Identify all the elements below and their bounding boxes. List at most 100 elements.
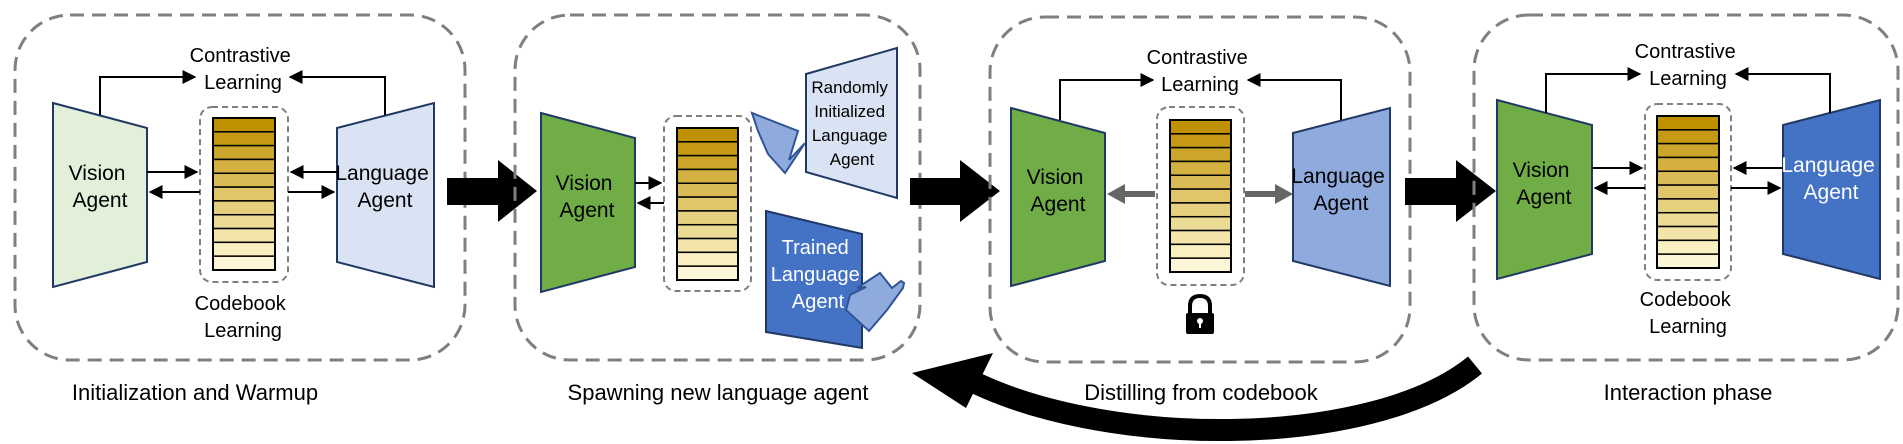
codebook-entry <box>212 131 276 147</box>
contrastive-learning-label: Contrastive Learning <box>1635 41 1742 90</box>
codebook-entry <box>1169 257 1232 273</box>
flow-arrow-2 <box>910 160 1000 222</box>
codebook-entry <box>212 144 276 161</box>
codebook-entry <box>212 117 276 133</box>
panel-caption: Spawning new language agent <box>568 380 869 405</box>
codebook-outline <box>663 115 752 292</box>
codebook-entry <box>1169 146 1232 163</box>
codebook-entry <box>1169 202 1232 218</box>
contrastive-arrow-left <box>1059 73 1155 120</box>
codebook-entry <box>1169 174 1232 190</box>
spawn-arrow-in <box>750 111 806 175</box>
codebook-frame <box>212 117 276 271</box>
codebook-entry <box>212 172 276 188</box>
codebook-outline <box>1156 106 1245 286</box>
codebook-entry <box>1656 253 1720 269</box>
contrastive-arrow-right <box>1734 67 1831 113</box>
language-agent-light <box>336 101 435 289</box>
codebook-entry <box>1656 225 1720 242</box>
codebook-entry <box>676 223 739 240</box>
flow-arrow-3 <box>1405 160 1496 222</box>
vision-agent-label: Vision Agent <box>1513 159 1576 209</box>
contrastive-learning-label: Contrastive Learning <box>1147 47 1254 96</box>
contrastive-arrow-left <box>99 70 197 115</box>
codebook-entry <box>1656 184 1720 200</box>
codebook-entry <box>1169 243 1232 259</box>
language-agent-label: Language Agent <box>1781 154 1880 204</box>
codebook-entry <box>212 200 276 216</box>
distill-arrow-to-language <box>1245 184 1293 204</box>
codebook-entry <box>676 182 739 198</box>
codebook-entry <box>212 186 276 202</box>
contrastive-arrow-right <box>1246 73 1342 120</box>
codebook-entry <box>676 168 739 185</box>
language-agent-dark <box>1782 98 1881 281</box>
codebook-entry <box>212 158 276 175</box>
codebook-entry <box>1169 215 1232 232</box>
codebook-entry <box>1656 129 1720 145</box>
codebook-entry <box>676 210 739 226</box>
random-language-agent-label: Randomly Initialized Language Agent <box>811 78 892 169</box>
codebook-entry <box>1169 188 1232 204</box>
codebook-entry <box>1656 198 1720 214</box>
contrastive-learning-label: Contrastive Learning <box>190 45 297 94</box>
panel-interaction: Vision Agent Language Agent Contrastive … <box>1472 13 1900 405</box>
codebook-entry <box>676 251 739 267</box>
codebook <box>676 127 739 281</box>
codebook-entry <box>1169 160 1232 177</box>
panel-spawning: Vision Agent Randomly Initialized Langua… <box>513 13 922 405</box>
distill-arrow-to-vision <box>1107 184 1155 204</box>
codebook-frame <box>1169 119 1232 273</box>
contrastive-arrow-right <box>288 70 386 115</box>
panel-distilling: Vision Agent Language Agent Contrastive … <box>988 15 1412 405</box>
vision-agent-label: Vision Agent <box>556 172 619 222</box>
codebook-entry <box>212 241 276 257</box>
lock-icon <box>1186 293 1214 334</box>
codebook <box>212 117 276 271</box>
language-agent-label: Language Agent <box>1291 165 1390 215</box>
language-agent-mid <box>1292 106 1391 288</box>
panel-caption: Distilling from codebook <box>1084 380 1319 405</box>
random-language-agent <box>805 46 898 200</box>
codebook-entry <box>1656 170 1720 186</box>
codebook-outline <box>1644 103 1732 281</box>
codebook-entry <box>676 141 739 157</box>
panel-border <box>513 13 922 362</box>
spawn-arrow-out <box>844 271 906 333</box>
return-loop-arrowhead <box>912 353 993 408</box>
return-loop-arrow <box>954 356 1482 441</box>
flow-arrow-1 <box>447 160 537 222</box>
codebook-entry <box>1656 156 1720 173</box>
codebook-entry <box>1656 115 1720 131</box>
codebook-entry <box>676 154 739 171</box>
vision-agent-green <box>1010 106 1106 288</box>
codebook <box>1656 115 1720 269</box>
contrastive-arrow-left <box>1545 67 1642 113</box>
codebook-entry <box>212 227 276 244</box>
codebook-learning-label: Codebook Learning <box>195 293 292 342</box>
codebook-entry <box>1169 229 1232 246</box>
codebook-entry <box>1169 119 1232 135</box>
panel-caption: Interaction phase <box>1604 380 1773 405</box>
codebook-frame <box>676 127 739 281</box>
codebook-entry <box>1169 133 1232 149</box>
panel-border <box>1472 13 1900 362</box>
vision-agent-light <box>52 101 148 289</box>
codebook-entry <box>1656 142 1720 159</box>
codebook-frame <box>1656 115 1720 269</box>
codebook-learning-label: Codebook Learning <box>1640 289 1737 338</box>
codebook-outline <box>199 106 289 283</box>
codebook-entry <box>1656 239 1720 255</box>
codebook-entry <box>676 127 739 143</box>
codebook-entry <box>1656 211 1720 228</box>
panel-initialization: Vision Agent Language Agent Contrastive … <box>13 13 467 405</box>
trained-language-agent <box>765 209 863 350</box>
codebook-entry <box>212 255 276 271</box>
codebook-entry <box>212 213 276 230</box>
vision-agent-green <box>540 111 636 294</box>
panel-caption: Initialization and Warmup <box>72 380 318 405</box>
codebook-entry <box>676 265 739 281</box>
trained-language-agent-label: Trained Language Agent <box>771 237 866 313</box>
vision-agent-label: Vision Agent <box>69 162 132 212</box>
